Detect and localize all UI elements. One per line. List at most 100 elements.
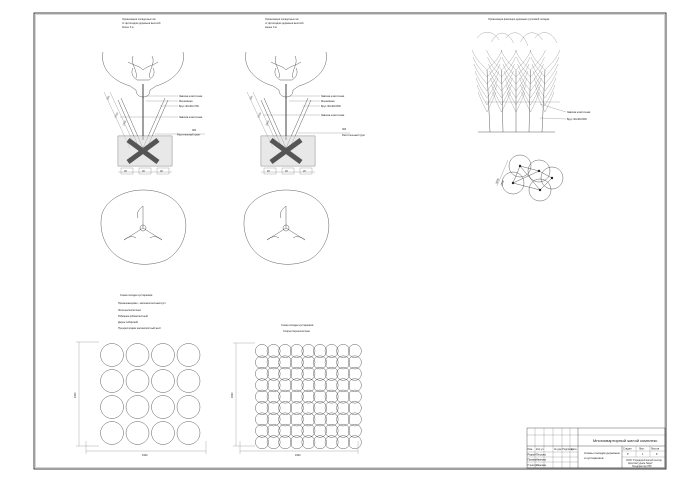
title-block: Многоквартирный жилой комплекс Схемы пос…	[526, 427, 666, 469]
unit1-caption-2: от фитосадом деревьев высотой	[122, 22, 161, 25]
unit1-label-5: Растительный грунт	[177, 134, 201, 137]
unit1-base-box-1	[120, 167, 134, 175]
notes-title: Схема посадки кустарников	[120, 294, 153, 297]
shrub-circle	[301, 344, 316, 358]
shrub-circle	[100, 421, 124, 445]
grid1-dim-side-label: 1900	[74, 392, 77, 398]
unit3-plan-circle-4	[501, 171, 525, 195]
unit2-base-box-1	[263, 167, 277, 175]
tb-row2-c1: Иванова	[536, 459, 547, 462]
notes-item-3: Рябинник рябинолистный	[118, 315, 148, 318]
tb-row0-c5: Дата	[571, 448, 577, 451]
tb-org-1: ООО "Городской жилой сектор	[626, 459, 662, 462]
unit2-dim-20c: 20	[303, 170, 306, 173]
shrub-grid-sparse: 1900 1900	[74, 341, 207, 457]
grid2-caption-1: Схема посадки кустарников	[281, 324, 314, 327]
unit3-plan-circle-5	[528, 178, 552, 202]
shrub-circle	[255, 344, 269, 358]
unit2-dim-2700: 2700	[257, 112, 262, 119]
tb-row0-c1: Кол.уч	[536, 448, 544, 451]
shrub-circle	[336, 412, 351, 427]
unit3-label-2: Брус 40х40х1500	[567, 118, 587, 121]
shrub-circle	[176, 369, 201, 393]
shrub-circle	[266, 435, 281, 450]
shrub-circle	[324, 423, 339, 438]
shrub-circle	[347, 401, 362, 415]
shrub-circle	[336, 401, 351, 415]
unit1-label-2: Мешковина	[179, 100, 193, 103]
shrub-circle	[324, 401, 339, 415]
unit2-dim-150: 150	[249, 95, 254, 101]
shrub-circle	[176, 343, 201, 367]
shrub-circle	[289, 423, 304, 438]
shrub-circle	[289, 378, 304, 393]
shrub-grid-dense: Схема посадки кустарников Спирея березол…	[231, 324, 362, 457]
shrub-circle	[347, 378, 362, 393]
grove-twigs	[476, 32, 500, 41]
tb-row0-c4: Подпись	[563, 448, 574, 451]
outer-frame	[33, 12, 667, 470]
unit2-base-box-2	[281, 167, 295, 175]
shrub-circle	[336, 344, 351, 358]
title-block-frame	[526, 427, 666, 469]
unit3-plan-circle-1	[508, 154, 532, 178]
shrub-circle	[301, 435, 316, 450]
shrub-circle	[336, 355, 351, 370]
shrub-circle	[289, 344, 304, 358]
shrub-circle	[313, 435, 327, 450]
tb-project: Многоквартирный жилой комплекс	[593, 438, 657, 443]
shrub-circle	[313, 344, 327, 358]
unit1-dim-20a: 20	[124, 170, 127, 173]
unit3-leader-1	[539, 103, 567, 113]
shrub-grid-1-circles	[100, 343, 201, 445]
grove-twigs	[534, 32, 558, 44]
shrub-circle	[313, 355, 327, 370]
unit1-trunk-top	[127, 55, 159, 79]
unit3-dim-2000: 2000	[495, 178, 500, 185]
group-planting-detail: Организация фиксации деревьев групповой …	[471, 18, 591, 202]
unit1-plan-trunk	[139, 224, 147, 232]
unit2-dim-20a: 20	[267, 170, 270, 173]
tb-sheet-label: Лист	[639, 448, 645, 451]
unit3-leader-2	[539, 117, 567, 120]
grove-twigs	[491, 33, 514, 44]
shrub-circle	[289, 366, 304, 381]
unit2-trunk-top	[270, 55, 302, 79]
shrub-circle	[289, 435, 304, 450]
grove-branches	[471, 49, 503, 113]
shrub-circle	[278, 435, 293, 450]
tb-row0-c3: № док.	[554, 448, 562, 451]
tb-row3-c1: Иванова	[536, 464, 547, 467]
unit2-caption-2: от фитосадом деревьев высотой	[265, 22, 304, 25]
inner-frame	[35, 14, 665, 468]
grove-trunk	[541, 69, 546, 133]
shrub-circle	[324, 435, 339, 450]
tb-org-3: Гендиректор ЛЮ	[632, 465, 652, 468]
notes-item-1: Превышающими - малоэкологичный куст	[118, 302, 167, 305]
shrub-circle	[255, 355, 269, 370]
shrub-circle	[266, 378, 281, 393]
shrub-circle	[347, 366, 362, 381]
unit2-dim-1500: 1500	[265, 120, 270, 127]
unit3-plan-ties	[512, 165, 553, 191]
shrub-circle	[324, 389, 339, 404]
shrub-circle	[255, 435, 269, 450]
shrub-circle	[313, 423, 327, 438]
shrub-circle	[289, 401, 304, 415]
shrub-circle	[278, 344, 293, 358]
tb-row3-c0: Н.контр.	[528, 464, 538, 467]
shrub-circle	[266, 412, 281, 427]
shrub-circle	[324, 366, 339, 381]
shrub-circle	[278, 366, 293, 381]
grid2-caption-2: Спирея березолистная	[283, 330, 310, 333]
shrub-circle	[266, 423, 281, 438]
unit2-caption-1: Организация посадочных ям	[265, 18, 299, 21]
unit2-label-4: Завязка эластичная	[321, 114, 345, 117]
shrub-circle	[313, 389, 327, 404]
shrub-circle	[313, 378, 327, 393]
unit1-dim-300: 300	[192, 129, 197, 132]
unit2-label-1: Завязка эластичная	[321, 95, 345, 98]
shrub-circle	[336, 389, 351, 404]
grove-branches	[515, 49, 546, 113]
